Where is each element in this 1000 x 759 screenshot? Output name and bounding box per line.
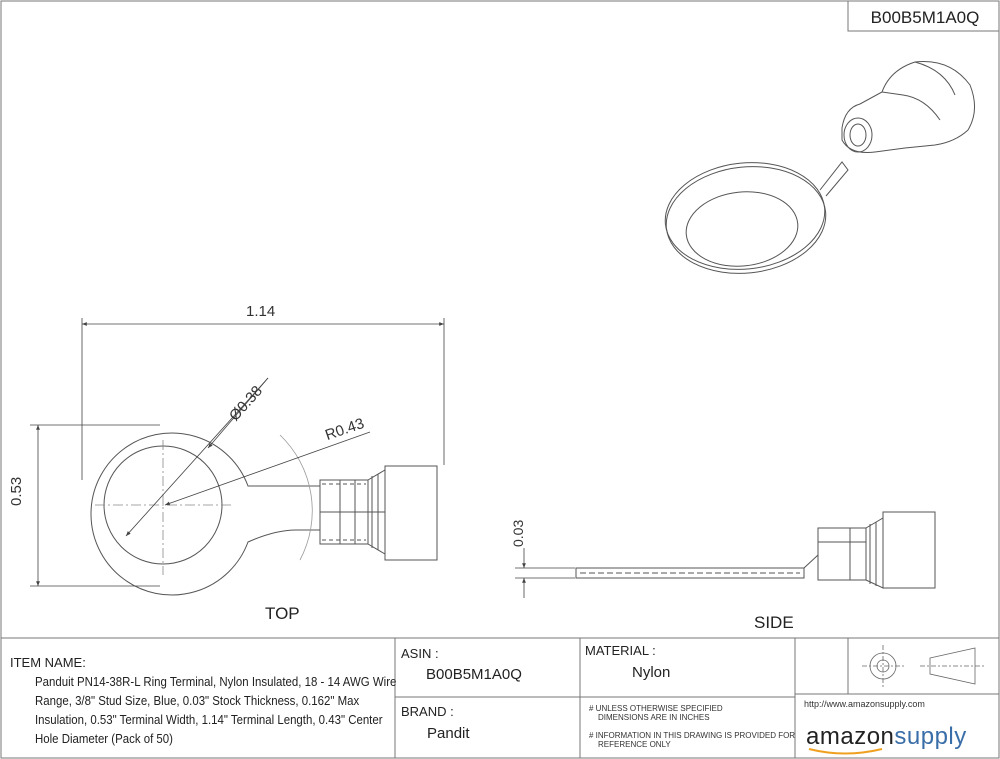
projection-symbol xyxy=(862,645,985,687)
website-link[interactable]: http://www.amazonsupply.com xyxy=(804,699,925,709)
radius-arc xyxy=(279,434,313,561)
note-reference-line-2: REFERENCE ONLY xyxy=(598,740,671,749)
top-view xyxy=(90,432,438,596)
iso-view xyxy=(664,60,975,274)
logo-supply-text: supply xyxy=(894,723,967,750)
center-lines xyxy=(95,440,232,575)
brand-value: Pandit xyxy=(427,725,470,742)
item-name-line-3: Insulation, 0.53" Terminal Width, 1.14" … xyxy=(35,712,383,727)
item-name-label: ITEM NAME: xyxy=(10,655,86,670)
title-block xyxy=(1,637,999,758)
asin-label: ASIN : xyxy=(401,646,439,661)
dimension-lines xyxy=(30,318,575,598)
note-units-line-1: # UNLESS OTHERWISE SPECIFIED xyxy=(589,704,723,713)
item-name-line-2: Range, 3/8" Stud Size, Blue, 0.03" Stock… xyxy=(35,693,360,708)
material-value: Nylon xyxy=(632,664,671,681)
item-name-line-4: Hole Diameter (Pack of 50) xyxy=(35,731,173,746)
amazon-smile xyxy=(808,748,883,755)
note-reference-line-1: # INFORMATION IN THIS DRAWING IS PROVIDE… xyxy=(589,731,796,740)
brand-label: BRAND : xyxy=(401,704,454,719)
dim-thickness: 0.03 xyxy=(510,519,526,547)
part-number-box: B00B5M1A0Q xyxy=(847,0,1000,32)
top-view-label: TOP xyxy=(265,604,300,623)
logo-amazon-text: amazon xyxy=(806,723,895,750)
dim-width: 0.53 xyxy=(8,476,25,506)
amazon-supply-logo: amazonsupply xyxy=(806,723,967,751)
side-view-label: SIDE xyxy=(754,613,794,632)
dim-length: 1.14 xyxy=(246,303,276,320)
note-units-line-2: DIMENSIONS ARE IN INCHES xyxy=(598,713,710,722)
part-number: B00B5M1A0Q xyxy=(871,8,980,27)
material-label: MATERIAL : xyxy=(585,643,656,658)
item-name-line-1: Panduit PN14-38R-L Ring Terminal, Nylon … xyxy=(35,674,397,689)
side-view xyxy=(575,511,936,589)
asin-value: B00B5M1A0Q xyxy=(426,666,522,683)
